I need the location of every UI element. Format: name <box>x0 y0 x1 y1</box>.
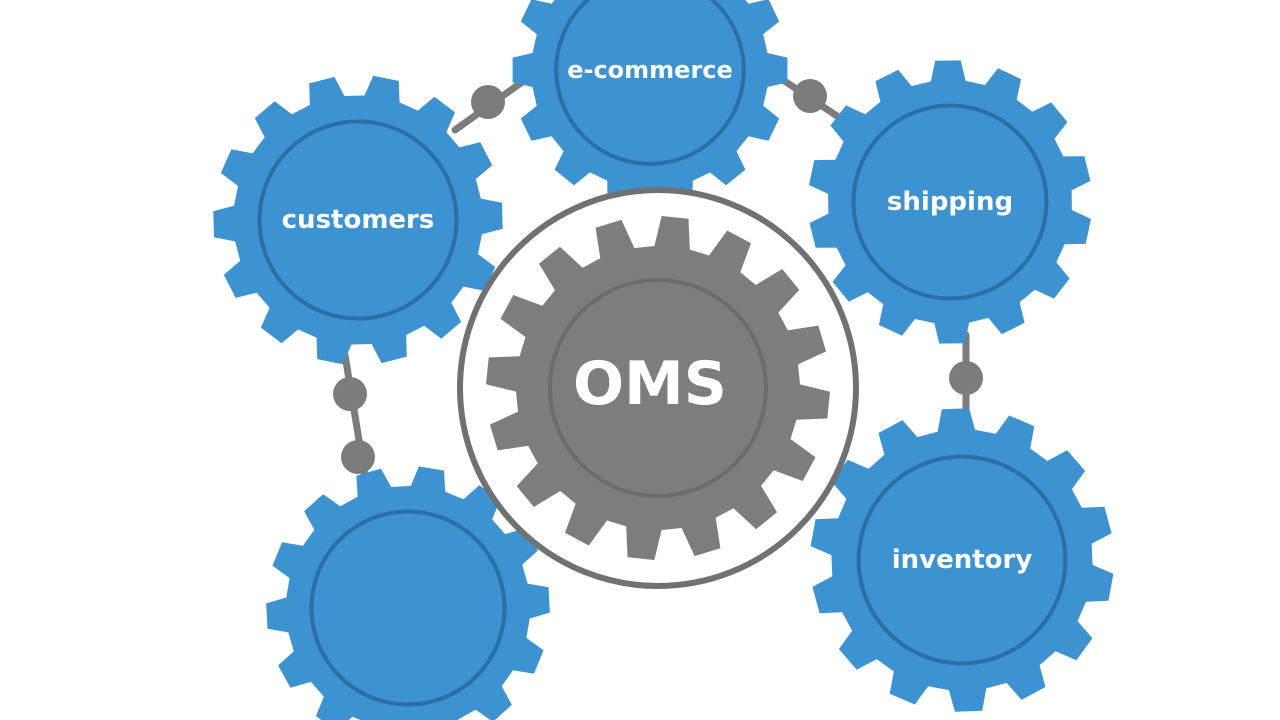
connector-node <box>341 440 375 474</box>
gear-label-inventory: inventory <box>892 545 1033 575</box>
gear-shipping: shipping <box>809 60 1091 344</box>
gear-e-commerce: e-commerce <box>512 0 788 207</box>
gear-label-customers: customers <box>282 205 435 235</box>
gear-icon <box>512 0 788 207</box>
gear-label-shipping: shipping <box>887 187 1013 217</box>
connectors <box>333 74 983 499</box>
gear-icon <box>486 216 830 560</box>
gear-icon <box>213 75 503 365</box>
gear-unlabeled <box>266 466 550 720</box>
center-label: OMS <box>573 349 727 419</box>
gear-icon <box>266 466 550 720</box>
gears: e-commerce shipping customers inventory <box>213 0 1114 720</box>
gear-inner-ring <box>851 103 1049 301</box>
gear-inner-ring <box>257 119 459 321</box>
connector-node <box>949 361 983 395</box>
connector-node <box>333 377 367 411</box>
center-inner-ring <box>548 278 768 498</box>
gear-icon <box>810 408 1114 712</box>
gear-inner-ring <box>856 454 1068 666</box>
gear-inner-ring <box>309 509 507 707</box>
connector-node <box>471 85 505 119</box>
gear-inner-ring <box>554 0 746 166</box>
gear-inventory: inventory <box>810 408 1114 712</box>
gear-label-e-commerce: e-commerce <box>567 56 733 84</box>
connector-node <box>793 79 827 113</box>
gear-icon <box>809 60 1091 344</box>
gear-customers: customers <box>213 75 503 365</box>
center-node: OMS <box>457 187 859 589</box>
